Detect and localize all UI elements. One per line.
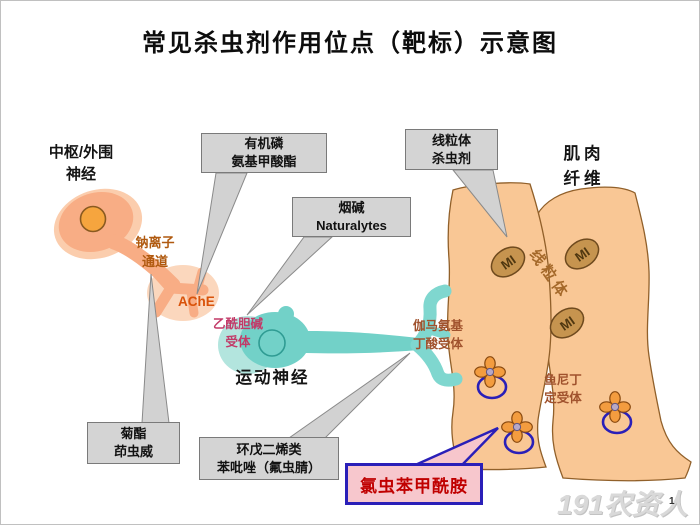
ryanodine-receptor-glyph — [501, 411, 535, 455]
ryanodine-receptor-glyph — [599, 391, 633, 435]
label-muscle-fiber: 肌肉 纤维 — [553, 142, 615, 192]
label-line: 乙酰胆碱 — [212, 317, 263, 331]
muscle-fiber-left-shape — [446, 182, 552, 471]
mi-label: MI — [572, 244, 592, 265]
callout-line: 有机磷 — [244, 136, 284, 152]
callout-cyclodiene-fipronil: 环戊二烯类 苯吡唑（氟虫腈） — [199, 437, 339, 480]
callout-line: 苯吡唑（氟虫腈） — [216, 459, 321, 475]
page-title: 常见杀虫剂作用位点（靶标）示意图 — [142, 30, 558, 57]
callout-line: 菊酯 — [120, 426, 147, 442]
label-sodium-channel: 钠离子 通道 — [125, 234, 185, 272]
highlight-box-chlorantraniliprole: 氯虫苯甲酰胺 — [345, 463, 483, 505]
label-line: 纤维 — [563, 169, 605, 188]
callout-line: Naturalytes — [316, 218, 387, 233]
label-line: 肌肉 — [563, 145, 605, 163]
label-line: 中枢/外围 — [48, 144, 114, 161]
label-motor-nerve: 运动神经 — [235, 369, 310, 387]
callout-line: 烟碱 — [338, 200, 365, 216]
callout-line: 氨基甲酸酯 — [231, 154, 297, 169]
page-number: 1 — [669, 496, 675, 507]
callout-line: 线粒体 — [431, 132, 471, 148]
label-ryanodine-receptor: 鱼尼丁 定受体 — [534, 371, 592, 407]
label-acetylcholine-receptor: 乙酰胆碱 受体 — [205, 315, 271, 351]
callout-pyrethroid-indoxacarb: 菊酯 茚虫威 — [87, 422, 180, 464]
callout-line: 茚虫威 — [113, 444, 153, 459]
label-line: 钠离子 — [135, 235, 175, 250]
pointer-cyclodiene — [287, 352, 411, 439]
highlight-label: 氯虫苯甲酰胺 — [360, 476, 468, 496]
label-line: 鱼尼丁 — [544, 373, 582, 387]
callout-mitochondrial-insecticide: 线粒体 杀虫剂 — [405, 129, 498, 170]
pointer-organophosphate — [196, 172, 248, 295]
label-central-peripheral-nerve: 中枢/外围 神经 — [35, 142, 127, 186]
label-ache: AChE — [178, 294, 215, 309]
callout-line: 杀虫剂 — [431, 150, 471, 166]
mitochondrion-oval: MI — [549, 307, 585, 339]
motor-neuron-shape — [218, 284, 463, 387]
callout-organophosphate-carbamate: 有机磷 氨基甲酸酯 — [201, 133, 327, 173]
pointer-nicotine — [246, 236, 334, 316]
mi-label: MI — [557, 313, 577, 334]
mitochondrion-oval: MI — [564, 238, 600, 270]
motor-neuron-nucleus — [258, 329, 286, 357]
neuron-nucleus — [79, 205, 107, 233]
label-line: 受体 — [225, 335, 251, 350]
label-line: 定受体 — [544, 391, 582, 406]
label-line: 伽马氨基 — [412, 319, 463, 333]
central-neuron-shape — [53, 188, 219, 321]
ryanodine-receptor-glyph — [474, 356, 508, 400]
callout-line: 环戊二烯类 — [236, 441, 302, 457]
label-gaba-receptor: 伽马氨基 丁酸受体 — [405, 317, 471, 353]
label-line: 通道 — [141, 253, 168, 269]
mi-label: MI — [498, 252, 518, 273]
callout-nicotine-naturalytes: 烟碱 Naturalytes — [292, 197, 411, 237]
mitochondrion-oval: MI — [490, 246, 526, 278]
label-line: 丁酸受体 — [412, 337, 463, 352]
label-line: 神经 — [65, 165, 96, 183]
watermark: 191农资人 — [557, 489, 688, 520]
pointer-mitochondrial — [451, 169, 508, 238]
